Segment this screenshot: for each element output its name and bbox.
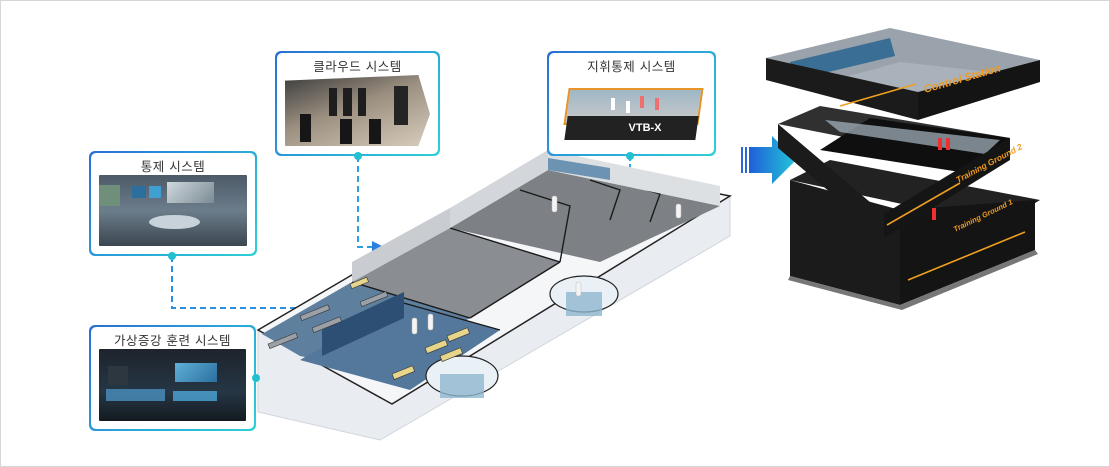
- card-ar-training-system: 가상증강 훈련 시스템: [89, 325, 256, 431]
- control-connector: [171, 256, 368, 314]
- wall-face-3: [548, 150, 720, 206]
- card-command-system: 지휘통제 시스템 VTB-X: [547, 51, 716, 156]
- arrow-body: [749, 136, 796, 184]
- command-connector-dot: [626, 152, 634, 160]
- video-wall-cmd: [548, 158, 610, 180]
- wall-face-2: [450, 150, 548, 228]
- vtbx-logo: VTB-X: [628, 121, 662, 134]
- cloud-connector-dot: [354, 152, 362, 160]
- video-wall-ops: [322, 292, 404, 356]
- server-room-image: [285, 75, 430, 146]
- card-cloud-system: 클라우드 시스템: [275, 51, 440, 156]
- command-floor: [450, 170, 720, 262]
- bay-right-glass: [566, 292, 602, 316]
- cloud-connector: [357, 156, 384, 253]
- card-title: 통제 시스템: [140, 159, 206, 174]
- layer-training-ground-1: [788, 160, 1040, 310]
- arrow-bar-2: [745, 147, 747, 173]
- layer-training-ground-2: [778, 106, 1010, 238]
- control-room-image: [99, 175, 247, 246]
- ar-connector-dot: [252, 374, 260, 382]
- card-title: 가상증강 훈련 시스템: [114, 333, 231, 348]
- training-consoles: [267, 291, 389, 350]
- wall-face-1: [352, 208, 450, 282]
- control-connector-dot: [168, 252, 176, 260]
- desks: [349, 276, 471, 380]
- ar-training-room-image: [99, 349, 246, 421]
- vtbx-arena-image: VTB-X: [557, 75, 706, 146]
- bay-left-glass: [440, 374, 484, 398]
- people: [411, 195, 682, 335]
- interior-walls: [351, 179, 661, 331]
- card-control-system: 통제 시스템: [89, 151, 257, 256]
- arrow-bar-1: [741, 147, 743, 173]
- ops-room-floor: [300, 302, 500, 390]
- layer-control-station: [766, 28, 1040, 120]
- card-title: 지휘통제 시스템: [587, 59, 676, 74]
- card-title: 클라우드 시스템: [313, 59, 402, 74]
